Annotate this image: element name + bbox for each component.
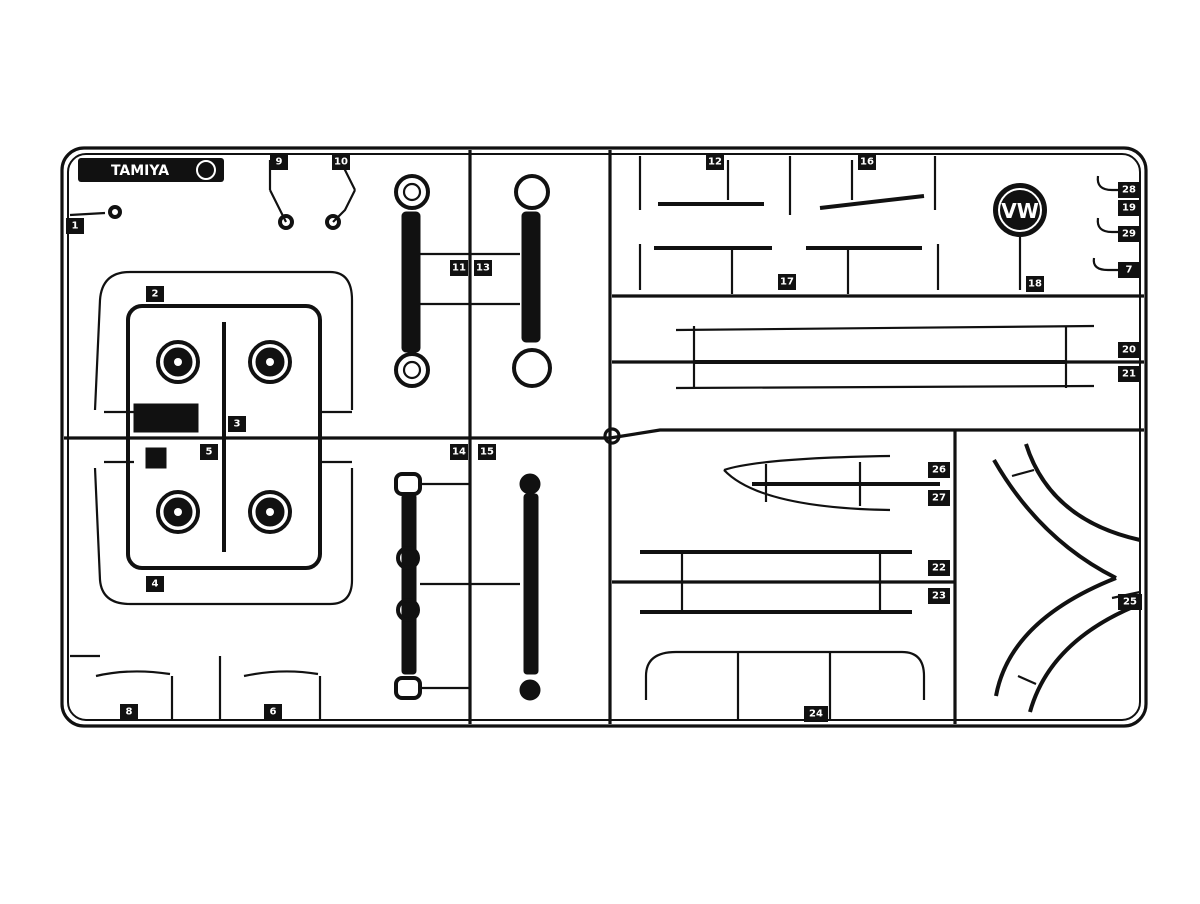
part-tag-17: 18 — [1026, 276, 1044, 292]
vw-emblem-text: VW — [1001, 199, 1039, 223]
svg-text:19: 19 — [1122, 203, 1136, 214]
svg-text:11: 11 — [452, 263, 466, 274]
part-tag-15: 16 — [858, 154, 876, 170]
part-tag-12: 14 — [450, 444, 468, 460]
svg-text:23: 23 — [932, 591, 946, 602]
svg-text:12: 12 — [708, 157, 722, 168]
part-tag-5: 3 — [228, 416, 246, 432]
wheel-icon — [248, 340, 292, 384]
wheel-icon — [156, 490, 200, 534]
part-tag-2: 6 — [264, 704, 282, 720]
svg-text:26: 26 — [932, 465, 946, 476]
wheel-cluster — [93, 270, 354, 606]
part-tag-1: 8 — [120, 704, 138, 720]
svg-text:2: 2 — [152, 289, 159, 300]
part-tag-22: 26 — [928, 462, 950, 478]
svg-text:5: 5 — [206, 447, 213, 458]
steering-column — [394, 174, 552, 388]
column-bar — [401, 211, 421, 353]
bumper-parts — [992, 443, 1141, 713]
svg-text:24: 24 — [809, 709, 823, 720]
wiper-parts — [638, 156, 940, 294]
svg-text:13: 13 — [476, 263, 490, 274]
block-part — [145, 447, 167, 469]
knob-icon — [519, 679, 541, 701]
part-tag-9: 10 — [332, 154, 350, 170]
part-tag-29: 29 — [1118, 226, 1140, 242]
part-tag-21: 21 — [1118, 366, 1140, 382]
part-tag-11: 13 — [474, 260, 492, 276]
tamiya-logo-text: TAMIYA — [111, 163, 169, 179]
svg-text:7: 7 — [1126, 265, 1133, 276]
svg-text:10: 10 — [334, 157, 348, 168]
svg-text:8: 8 — [126, 707, 133, 718]
part-tag-25: 23 — [928, 588, 950, 604]
vw-emblem: VW — [993, 183, 1047, 290]
knob-icon — [519, 473, 541, 495]
plate-part — [133, 403, 199, 433]
part-tag-20: 20 — [1118, 342, 1140, 358]
part-tag-26: 24 — [804, 706, 828, 722]
mirror-parts — [69, 159, 356, 230]
part-tag-16: 17 — [778, 274, 796, 290]
steering-wheel-icon — [394, 174, 430, 210]
small-knob-icon — [108, 205, 122, 219]
svg-text:21: 21 — [1122, 369, 1136, 380]
svg-text:16: 16 — [860, 157, 874, 168]
runner-hub — [603, 427, 621, 445]
trim-rods — [640, 324, 1095, 720]
svg-text:15: 15 — [480, 447, 494, 458]
part-tag-14: 12 — [706, 154, 724, 170]
svg-text:3: 3 — [234, 419, 241, 430]
part-tag-24: 22 — [928, 560, 950, 576]
sprue-frame — [60, 146, 1148, 728]
part-tag-19: 7 — [1118, 262, 1140, 278]
svg-text:29: 29 — [1122, 229, 1136, 240]
svg-text:28: 28 — [1122, 185, 1136, 196]
part-tag-18: 19 — [1118, 200, 1140, 216]
part-tag-28: 28 — [1118, 182, 1140, 198]
lamp-icon — [514, 174, 550, 210]
svg-text:17: 17 — [780, 277, 794, 288]
part-tag-6: 5 — [200, 444, 218, 460]
wheel-icon — [248, 490, 292, 534]
svg-text:25: 25 — [1123, 597, 1137, 608]
part-tag-27: 25 — [1118, 594, 1142, 610]
svg-text:1: 1 — [72, 221, 79, 232]
svg-text:20: 20 — [1122, 345, 1136, 356]
svg-text:27: 27 — [932, 493, 946, 504]
hook-parts — [1092, 175, 1138, 272]
handle-parts — [70, 654, 322, 720]
svg-text:18: 18 — [1028, 279, 1042, 290]
svg-text:14: 14 — [452, 447, 466, 458]
steering-wheel-icon — [394, 352, 430, 388]
svg-text:22: 22 — [932, 563, 946, 574]
svg-text:4: 4 — [152, 579, 159, 590]
part-number-tags: 8 6 4 2 3 5 1 9 10 11 13 14 15 12 16 17 … — [66, 154, 1142, 722]
part-tag-4: 2 — [146, 286, 164, 302]
part-tag-10: 11 — [450, 260, 468, 276]
lamp-icon — [512, 348, 552, 388]
part-tag-8: 9 — [270, 154, 288, 170]
part-tag-7: 1 — [66, 218, 84, 234]
part-tag-13: 15 — [478, 444, 496, 460]
tamiya-logo: TAMIYA — [78, 158, 224, 182]
runner-horizontal-right — [609, 428, 1144, 440]
part-tag-3: 4 — [146, 576, 164, 592]
lower-center-column — [394, 472, 541, 701]
wheel-icon — [156, 340, 200, 384]
outer-runner — [60, 146, 1148, 728]
svg-text:6: 6 — [270, 707, 277, 718]
part-tag-23: 27 — [928, 490, 950, 506]
svg-text:9: 9 — [276, 157, 283, 168]
